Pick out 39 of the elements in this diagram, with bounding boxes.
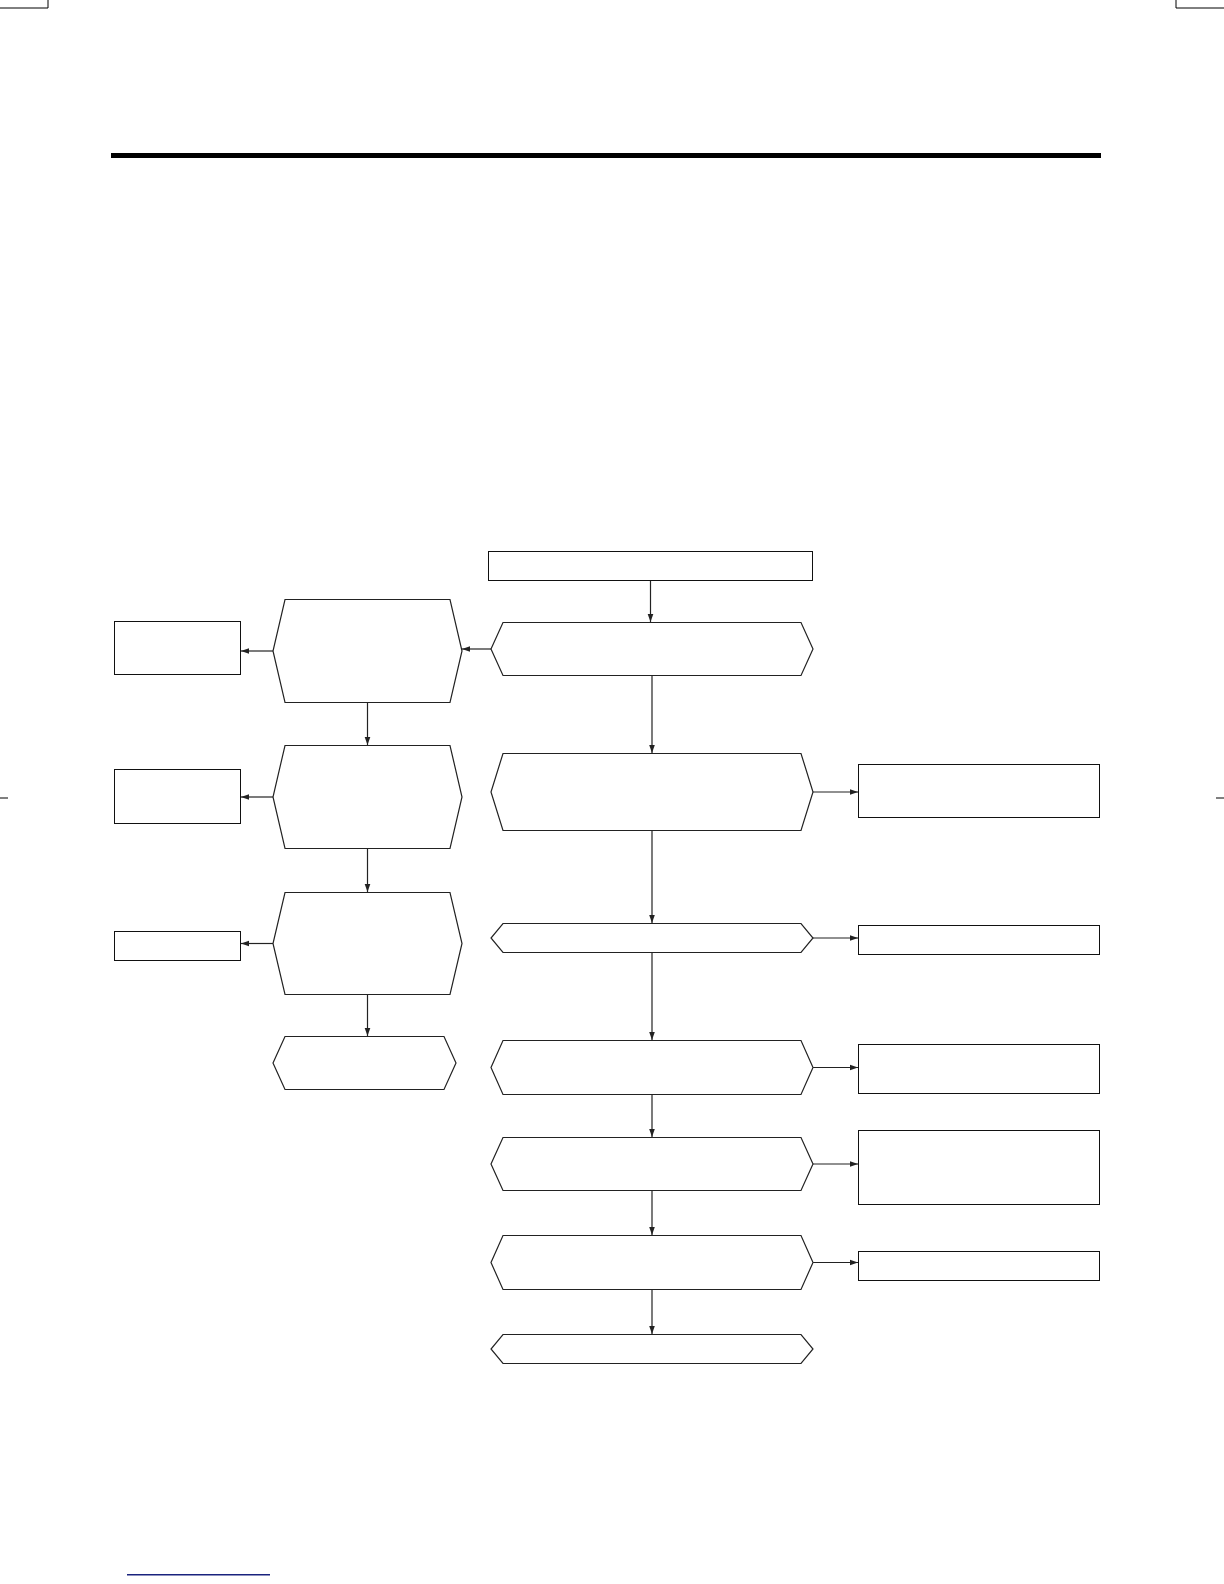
process-box xyxy=(114,769,241,824)
hexagon-step xyxy=(491,1235,813,1290)
hexagon-step xyxy=(273,599,462,703)
arrow xyxy=(364,848,371,893)
process-box xyxy=(858,1251,1100,1281)
process-box xyxy=(114,621,241,675)
arrow xyxy=(812,1064,859,1071)
hexagon-step xyxy=(273,1036,456,1090)
process-box xyxy=(858,925,1100,955)
hexagon-step xyxy=(491,1334,813,1364)
arrow xyxy=(649,952,655,1041)
arrow xyxy=(364,702,371,746)
arrow xyxy=(647,580,654,623)
arrow xyxy=(240,940,274,947)
arrow xyxy=(812,1259,859,1266)
hexagon-step xyxy=(491,923,813,953)
process-box xyxy=(858,1044,1100,1094)
hexagon-step xyxy=(273,892,462,995)
hexagon-step xyxy=(491,753,813,831)
hexagon-step xyxy=(491,622,813,676)
process-box xyxy=(858,764,1100,818)
process-box xyxy=(858,1130,1100,1205)
hexagon-step xyxy=(491,1137,813,1191)
arrow xyxy=(649,830,655,924)
arrow xyxy=(812,935,859,941)
arrow xyxy=(649,1190,655,1236)
hexagon-step xyxy=(273,745,462,849)
arrow xyxy=(649,675,655,754)
arrow xyxy=(649,1094,655,1138)
arrow xyxy=(240,794,274,800)
arrow xyxy=(240,648,274,654)
arrow xyxy=(364,994,371,1037)
arrow xyxy=(649,1289,655,1335)
arrow xyxy=(812,1161,859,1167)
process-box xyxy=(114,931,241,961)
hexagon-step xyxy=(491,1040,813,1095)
process-box xyxy=(488,551,813,581)
arrow xyxy=(461,646,492,652)
arrow xyxy=(812,789,859,795)
